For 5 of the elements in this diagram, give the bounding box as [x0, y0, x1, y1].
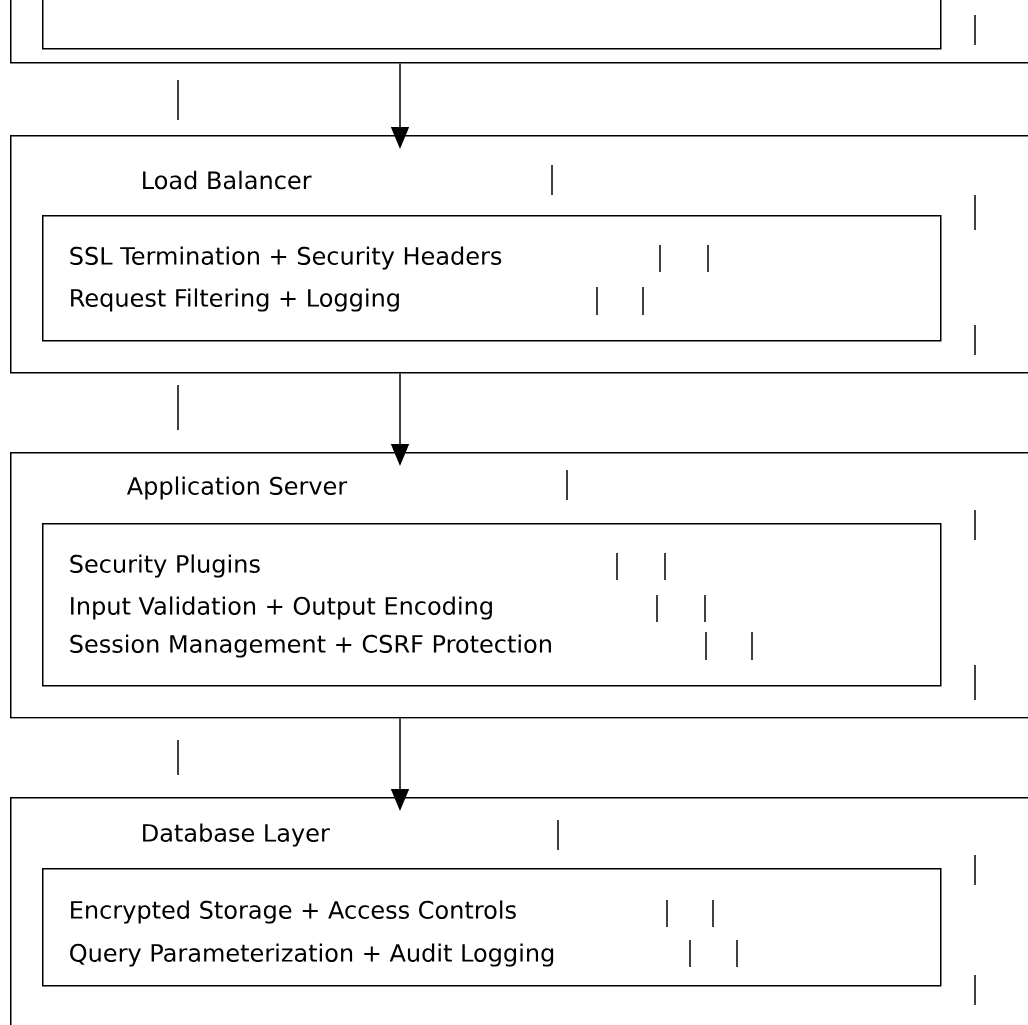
inner-box: SSL Termination + Security Headers Request Filtering + Logging: [42, 215, 942, 342]
inner-box: Encrypted Storage + Access Controls Query Parameterization + Audit Logging: [42, 868, 942, 987]
inner-box: Security Plugins Input Validation + Output Encoding Session Management + CSRF Protection: [42, 523, 942, 687]
outer-box: [10, 0, 1028, 64]
inner-box: [42, 0, 942, 50]
